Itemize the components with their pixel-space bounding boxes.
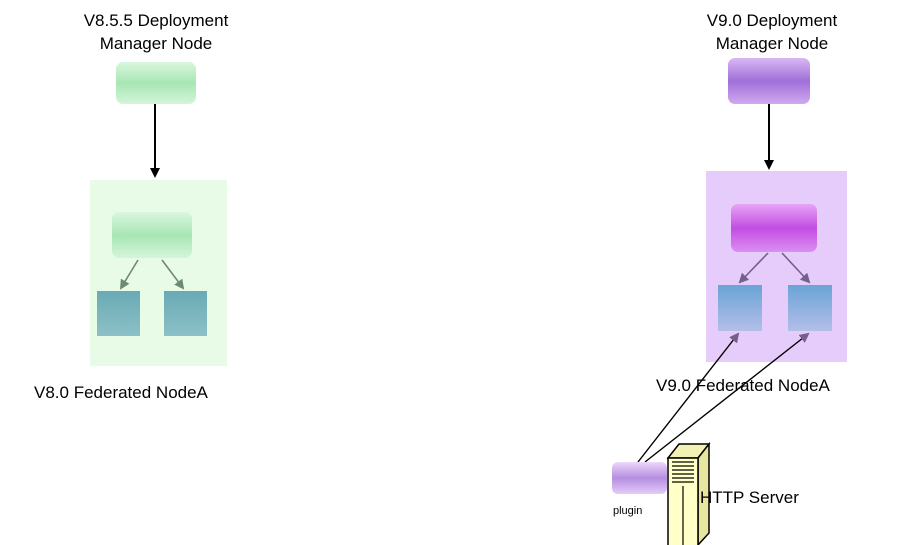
left-node-label: V8.0 Federated NodeA (34, 383, 208, 402)
http-server-label: HTTP Server (700, 488, 799, 507)
right-app-server-2 (788, 285, 832, 331)
right-node-label: V9.0 Federated NodeA (656, 376, 830, 395)
right-dm-title-line2: Manager Node (715, 34, 829, 53)
left-dm-title-line1: V8.5.5 Deployment (83, 11, 229, 30)
right-agent-to-server1-arrow (738, 252, 769, 284)
right-app-server-1 (718, 285, 762, 331)
left-deployment-manager-node (116, 62, 196, 104)
right-deployment-manager-node (728, 58, 810, 104)
plugin-box (612, 462, 667, 494)
left-agent-to-server1-arrow (119, 259, 139, 290)
left-node-agent (112, 212, 192, 258)
plugin-to-server2-arrow (644, 332, 810, 463)
right-agent-to-server2-arrow (781, 252, 811, 284)
plugin-label: plugin (613, 505, 643, 517)
left-dm-title-line2: Manager Node (99, 34, 213, 53)
right-dm-title-line1: V9.0 Deployment (706, 11, 838, 30)
plugin-to-server1-arrow (637, 332, 740, 463)
right-node-agent (731, 204, 817, 252)
right-federated-node-box (706, 171, 847, 362)
left-federated-node-box (90, 180, 227, 366)
left-app-server-1 (97, 291, 140, 336)
left-app-server-2 (164, 291, 207, 336)
http-server-icon (666, 441, 711, 545)
left-agent-to-server2-arrow (161, 259, 185, 290)
